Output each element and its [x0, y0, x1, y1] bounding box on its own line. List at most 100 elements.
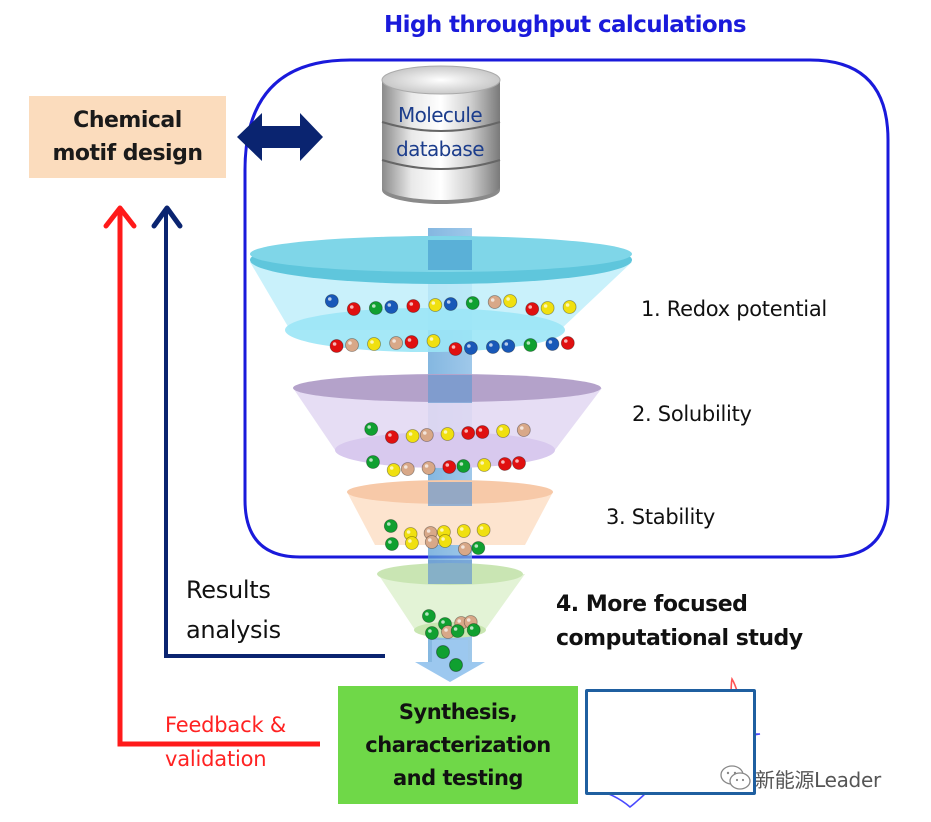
molecule-highlight: [426, 529, 431, 533]
molecule-highlight: [445, 463, 450, 467]
molecule-yellow: [496, 424, 511, 438]
molecule-highlight: [489, 343, 493, 347]
feedback-arrow: [103, 205, 320, 747]
molecule-yellow: [562, 300, 577, 314]
molecule-red: [497, 457, 512, 471]
molecule-highlight: [506, 297, 510, 301]
molecule-highlight: [474, 544, 479, 548]
molecule-red: [406, 299, 421, 313]
molecule-highlight: [441, 537, 445, 541]
molecule-tan: [421, 461, 436, 475]
molecule-yellow: [426, 334, 441, 348]
molecule-highlight: [408, 539, 412, 543]
molecule-tan: [400, 462, 415, 476]
molecule-highlight: [469, 626, 474, 630]
diagram-title: High throughput calculations: [384, 12, 747, 38]
molecule-highlight: [428, 629, 432, 633]
step-focused-study-label: 4. More focused computational study: [556, 588, 803, 656]
molecule-green: [523, 338, 538, 352]
motif-line-2: motif design: [52, 141, 203, 166]
molecule-highlight: [499, 427, 503, 431]
molecule-highlight: [446, 300, 451, 304]
molecule-highlight: [440, 528, 444, 532]
molecule-highlight: [528, 305, 532, 309]
db-line-2: database: [396, 137, 485, 161]
molecule-green: [450, 624, 465, 638]
molecule-green: [449, 658, 463, 672]
molecule-red: [461, 426, 476, 440]
molecule-highlight: [515, 459, 519, 463]
molecule-highlight: [388, 433, 392, 437]
molecule-yellow: [405, 429, 420, 443]
molecule-tan: [516, 423, 531, 437]
molecule-highlight: [443, 430, 448, 434]
db-line-1: Molecule: [397, 103, 483, 127]
molecule-blue: [384, 300, 399, 314]
molecule-highlight: [520, 426, 524, 430]
molecule-green: [465, 296, 480, 310]
molecule-highlight: [392, 339, 396, 343]
molecule-highlight: [467, 344, 471, 348]
synth-line-1: Synthesis,: [398, 699, 518, 724]
molecule-red: [442, 460, 457, 474]
molecule-highlight: [389, 466, 394, 470]
molecule-highlight: [428, 538, 432, 542]
molecule-red: [475, 425, 490, 439]
molecule-highlight: [370, 340, 374, 344]
molecule-yellow: [404, 536, 419, 550]
molecule-yellow: [386, 463, 401, 477]
molecule-tan: [419, 428, 434, 442]
molecule-highlight: [348, 341, 352, 345]
molecule-red: [448, 342, 463, 356]
molecule-highlight: [453, 627, 458, 631]
molecule-highlight: [490, 298, 495, 302]
molecule-highlight: [548, 340, 553, 344]
molecule-green: [364, 422, 379, 436]
molecule-highlight: [387, 522, 391, 526]
molecule-highlight: [328, 297, 332, 301]
molecule-highlight: [372, 304, 376, 308]
molecule-blue: [324, 294, 339, 308]
molecule-highlight: [564, 339, 568, 343]
molecule-highlight: [388, 540, 392, 544]
molecule-red: [512, 456, 526, 470]
molecule-green: [383, 519, 398, 533]
molecule-red: [525, 302, 540, 316]
results-analysis-arrow: [151, 205, 385, 658]
molecule-blue: [463, 341, 478, 355]
molecule-green: [436, 645, 450, 659]
molecule-highlight: [468, 299, 473, 303]
molecule-green: [384, 537, 399, 551]
step-solubility-label: 2. Solubility: [632, 402, 752, 426]
molecule-yellow: [438, 534, 453, 548]
molecule-blue: [501, 339, 516, 353]
molecule-red: [329, 339, 344, 353]
molecule-highlight: [406, 530, 411, 534]
molecule-highlight: [408, 432, 413, 436]
molecule-green: [424, 626, 439, 640]
molecule-highlight: [501, 460, 505, 464]
molecule-highlight: [459, 462, 464, 466]
molecule-highlight: [423, 431, 427, 435]
molecule-yellow: [540, 301, 555, 315]
molecule-highlight: [332, 342, 337, 346]
molecule-red: [346, 302, 361, 316]
molecule-green: [366, 455, 380, 469]
synth-line-2: characterization: [365, 732, 551, 757]
step4-line-1: 4. More focused: [556, 592, 748, 617]
funnel-stability: [347, 480, 553, 545]
molecule-highlight: [565, 303, 570, 307]
molecule-green: [368, 301, 383, 315]
feedback-line-2: validation: [165, 747, 267, 771]
results-line-1: Results: [186, 576, 271, 604]
funnel-redox: [250, 236, 632, 352]
molecule-yellow: [476, 523, 491, 537]
molecule-yellow: [477, 458, 492, 472]
molecule-red: [560, 336, 575, 350]
molecule-highlight: [466, 618, 471, 622]
molecule-highlight: [369, 458, 373, 462]
funnel-solubility: [293, 374, 602, 468]
chemical-motif-design-box: Chemical motif design: [29, 96, 226, 178]
down-arrow-icon: [415, 640, 485, 682]
